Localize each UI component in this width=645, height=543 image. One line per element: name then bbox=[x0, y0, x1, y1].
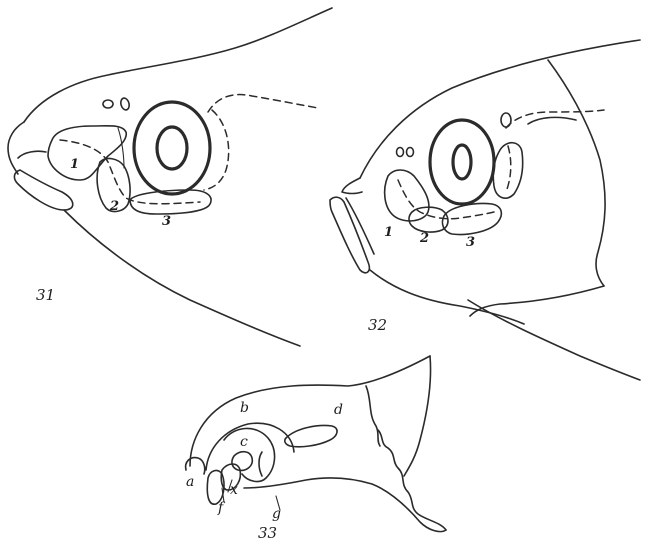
fig33-opercle-edge bbox=[378, 430, 446, 530]
fig31-suborbital-1 bbox=[48, 126, 126, 180]
fig32-dorsal-outline bbox=[360, 40, 640, 178]
fig32-nostril-rear bbox=[407, 148, 414, 157]
fig33-label-g: g bbox=[272, 506, 281, 522]
fig33-number: 33 bbox=[258, 524, 277, 542]
fig33-inner-arc bbox=[259, 452, 262, 476]
fig32-number: 32 bbox=[368, 316, 387, 334]
fig33-preopercle-margin bbox=[366, 386, 380, 446]
fig33-jaw-lobe-3 bbox=[232, 452, 252, 471]
fig32-label-3: 3 bbox=[466, 235, 475, 250]
fig33-label-b: b bbox=[240, 400, 249, 416]
fig32-postorbital-canal bbox=[506, 146, 511, 192]
fig31-eye-pupil bbox=[157, 127, 187, 169]
fig31-nostril-front bbox=[103, 100, 113, 108]
figure-31-drawing bbox=[8, 8, 332, 346]
fig31-label-3: 3 bbox=[162, 214, 171, 229]
fig31-postorbital-canal bbox=[204, 110, 229, 190]
fig33-label-a: a bbox=[186, 474, 194, 490]
fig32-lower-jaw bbox=[330, 197, 369, 273]
fig33-snout-a bbox=[186, 458, 205, 474]
fig32-ventral-outline bbox=[370, 270, 524, 324]
fig33-label-d: d bbox=[334, 402, 343, 418]
fig32-throat-line bbox=[468, 300, 640, 380]
fig33-dorsal-outline bbox=[190, 356, 430, 466]
fig32-opercle-lower bbox=[470, 286, 604, 316]
fig32-eye-orbit bbox=[430, 120, 494, 204]
fig31-label-1: 1 bbox=[70, 157, 79, 172]
fig31-label-2: 2 bbox=[109, 199, 119, 214]
fig31-eye-orbit bbox=[134, 102, 210, 194]
fig32-postorbital-bone bbox=[493, 143, 522, 198]
fig32-label-1: 1 bbox=[384, 225, 393, 240]
fig31-dorsal-outline bbox=[24, 8, 332, 122]
fig33-label-x: x bbox=[230, 482, 238, 498]
fig33-bone-b bbox=[206, 423, 294, 470]
fig32-opercle-outline bbox=[548, 60, 605, 286]
fig33-bone-c bbox=[224, 428, 275, 481]
fig31-number: 31 bbox=[36, 286, 55, 304]
fig31-sensory-canal bbox=[208, 95, 318, 112]
fig31-ventral-outline bbox=[64, 210, 300, 346]
fig32-opercle-flap bbox=[528, 117, 576, 124]
fig31-nostril-rear bbox=[120, 97, 131, 111]
figure-33-drawing bbox=[186, 356, 446, 532]
fig32-sensory-canal bbox=[506, 110, 604, 128]
fig32-lower-jaw-inner bbox=[346, 198, 374, 254]
fig33-label-c: c bbox=[240, 434, 248, 450]
fig33-posterior-margin bbox=[404, 356, 431, 476]
fig32-eye-pupil bbox=[453, 145, 471, 179]
fig31-snout-outline bbox=[8, 122, 24, 174]
fig33-label-f: f bbox=[217, 500, 226, 516]
fig32-label-2: 2 bbox=[419, 231, 429, 246]
fig31-upper-lip bbox=[18, 151, 46, 158]
fig32-nostril-front bbox=[397, 148, 404, 157]
fig32-snout-outline bbox=[342, 178, 362, 194]
